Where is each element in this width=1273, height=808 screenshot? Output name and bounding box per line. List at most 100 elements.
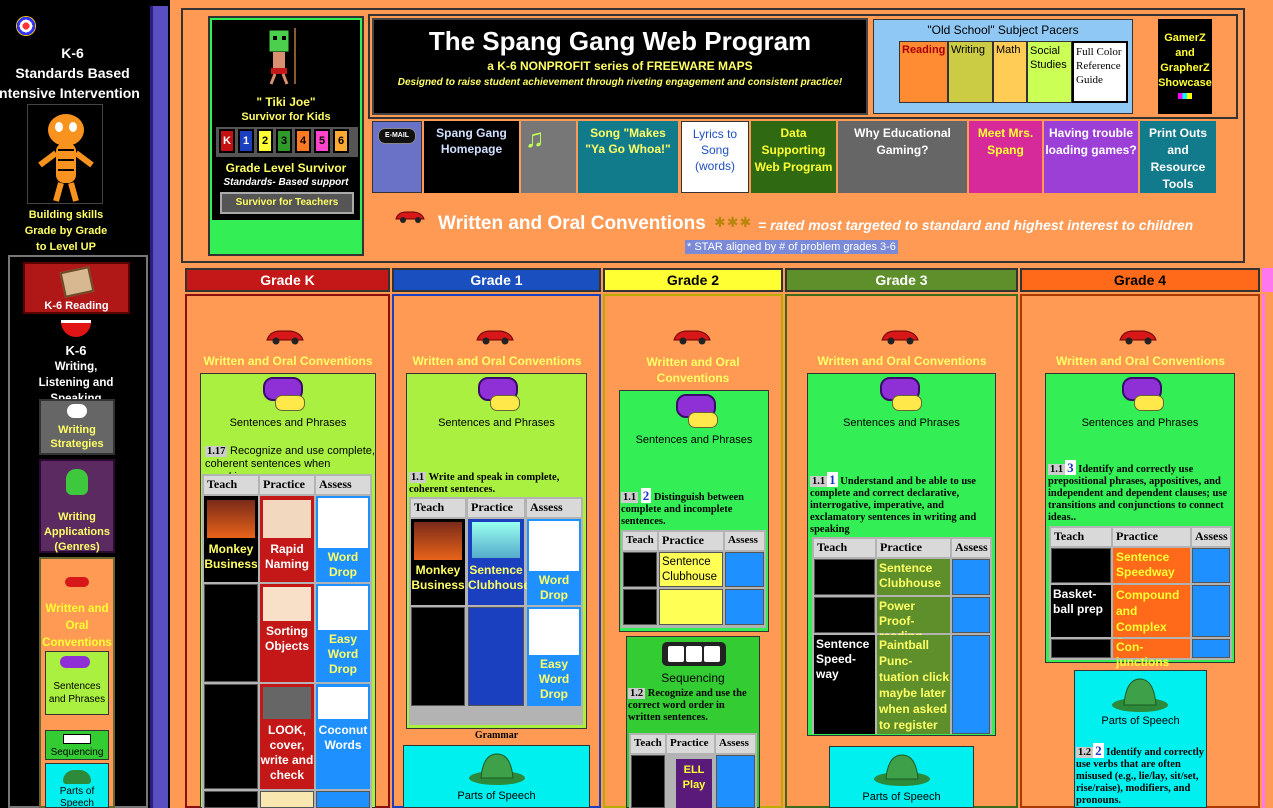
g3-std-text: Understand and be able to use complete a… (810, 476, 977, 535)
slot-machine-icon[interactable] (662, 642, 726, 666)
nav-printouts[interactable]: Print Outs and Resource Tools (1140, 121, 1216, 193)
left-nav-sentences[interactable]: Sentences and Phrases (45, 651, 109, 715)
g2-ell-play[interactable]: ELL Play (676, 759, 712, 808)
gk-rapid-naming[interactable]: Rapid Naming (260, 496, 314, 582)
g3-paintball[interactable]: Paintball Punc-tuation click maybe later… (877, 635, 950, 734)
g2-seq-teach-header: Teach (631, 735, 665, 753)
gk-row4-assess[interactable] (316, 791, 370, 808)
g2-teach-empty-2 (623, 589, 657, 625)
nav-homepage[interactable]: Spang Gang Homepage (424, 121, 519, 193)
g2-seq-assess[interactable] (716, 755, 755, 808)
car-icon (65, 577, 89, 587)
tiki-survivor: Survivor for Kids (241, 111, 331, 123)
nav-why[interactable]: Why Educational Gaming? (838, 121, 967, 193)
g4-assess-2[interactable] (1192, 585, 1230, 637)
sentences-label: Sentences and Phrases (48, 681, 106, 705)
left-nav-strategies[interactable]: Writing Strategies (39, 399, 115, 455)
g2-assess-2[interactable] (725, 589, 764, 625)
g4-assess-1[interactable] (1192, 548, 1230, 583)
g4-compound-complex[interactable]: Compound and Complex Sentences (1113, 585, 1190, 650)
grade-level-survivor: Grade Level Survivor (225, 161, 347, 175)
g1-practice-empty[interactable] (468, 607, 524, 706)
g2-seq-assess-header: Assess (716, 735, 755, 753)
g4-conjunctions[interactable]: Con-junctions (1113, 639, 1190, 669)
g4-teach-1 (1051, 548, 1111, 583)
g1-easy-word-drop[interactable]: Easy Word Drop (527, 607, 581, 706)
g2-seq-standard: 1.2 Recognize and use the correct word o… (628, 688, 758, 724)
nav-meet[interactable]: Meet Mrs. Spang (969, 121, 1042, 193)
g3-parts-box[interactable]: Parts of Speech (829, 746, 974, 808)
g2-practice-2[interactable] (659, 589, 723, 625)
grade-button-5[interactable]: 5 (314, 129, 330, 153)
g3-sentence-speedway[interactable]: Sentence Speed-way (814, 635, 875, 734)
g3-woc-label: Written and Oral Conventions (817, 354, 987, 368)
nav-data[interactable]: Data Supporting Web Program (751, 121, 836, 193)
g4-sentence-speedway[interactable]: Sentence Speedway (1113, 548, 1190, 583)
bars-icon (1178, 93, 1192, 99)
grade-button-1[interactable]: 1 (238, 129, 254, 153)
g2-sentence-clubhouse[interactable]: Sentence Clubhouse (659, 552, 723, 587)
gk-word-drop[interactable]: Word Drop (316, 496, 370, 582)
left-nav-reading[interactable]: K-6 Reading (23, 262, 130, 314)
grade-button-k[interactable]: K (219, 129, 235, 153)
g1-word-drop[interactable]: Word Drop (527, 519, 581, 605)
gk-easy-word-drop[interactable]: Easy Word Drop (316, 584, 370, 682)
grade-button-3[interactable]: 3 (276, 129, 292, 153)
pacer-reading[interactable]: Reading (899, 41, 948, 103)
applications-label: Writing Applications (Genres) (43, 511, 110, 553)
grade-k-header[interactable]: Grade K (185, 268, 390, 292)
left-nav-parts[interactable]: Parts of Speech (45, 763, 109, 808)
gk-monkey-label: Monkey Business (204, 542, 258, 571)
pacer-reference[interactable]: Full Color Reference Guide (1072, 41, 1128, 103)
left-nav-writing[interactable]: K-6 Writing, Listening and Speaking (30, 318, 122, 407)
grade-button-4[interactable]: 4 (295, 129, 311, 153)
grade-button-6[interactable]: 6 (333, 129, 349, 153)
nav-lyrics[interactable]: Lyrics to Song (words) (681, 121, 749, 193)
gamerz-line1: GamerZ (1164, 32, 1206, 44)
g2-assess-1[interactable] (725, 552, 764, 587)
pacer-math[interactable]: Math (993, 41, 1027, 103)
banner-title: The Spang Gang Web Program (428, 26, 812, 56)
nav-trouble[interactable]: Having trouble loading games? (1044, 121, 1138, 193)
g1-sentence-clubhouse[interactable]: Sentence Clubhouse (468, 519, 530, 605)
grade-3-header[interactable]: Grade 3 (785, 268, 1018, 292)
gk-sorting-objects[interactable]: Sorting Objects (260, 584, 314, 682)
gamerz-showcase[interactable]: GamerZ and GrapherZ Showcase (1158, 19, 1212, 114)
grade-4-header[interactable]: Grade 4 (1020, 268, 1260, 292)
g4-basketball-prep[interactable]: Basket-ball prep (1051, 585, 1111, 637)
g4-assess-3[interactable] (1192, 639, 1230, 658)
gk-row4-practice[interactable] (260, 791, 314, 808)
grade-2-header[interactable]: Grade 2 (603, 268, 783, 292)
gk-monkey-business[interactable]: Monkey Business (204, 496, 258, 582)
g4-teach-3 (1051, 639, 1111, 658)
gk-coconut-words[interactable]: Coconut Words (316, 684, 370, 789)
gk-teach-header: Teach (204, 476, 258, 494)
tiger-mascot[interactable] (27, 104, 103, 204)
g3-assess-1[interactable] (952, 559, 990, 595)
g3-power-proofreading[interactable]: Power Proof-reading (877, 597, 950, 643)
nav-email[interactable]: E-MAIL (372, 121, 422, 193)
g3-sentence-clubhouse[interactable]: Sentence Clubhouse (877, 559, 950, 595)
g3-assess-2[interactable] (952, 597, 990, 633)
gamerz-line3: GrapherZ (1160, 62, 1210, 74)
g3-assess-3[interactable] (952, 635, 990, 734)
pacer-social[interactable]: Social Studies (1027, 41, 1072, 103)
grade-button-2[interactable]: 2 (257, 129, 273, 153)
tiki-mask-icon[interactable] (255, 28, 305, 86)
email-icon: E-MAIL (378, 128, 416, 144)
g1-parts-box[interactable]: Parts of Speech (403, 745, 590, 808)
left-nav-applications[interactable]: Writing Applications (Genres) (39, 459, 115, 553)
pacer-writing[interactable]: Writing (948, 41, 993, 103)
gk-look-cover[interactable]: LOOK, cover, write and check (260, 684, 314, 789)
grade-1-header[interactable]: Grade 1 (392, 268, 601, 292)
g1-monkey-business[interactable]: Monkey Business (411, 519, 465, 605)
nav-music[interactable]: ♫ (521, 121, 576, 193)
pill-icon (880, 377, 922, 411)
nav-song[interactable]: Song "Makes "Ya Go Whoa!" (578, 121, 678, 193)
g4-parts-title: Parts of Speech (1101, 715, 1180, 727)
g2-star-count: 2 (640, 488, 652, 503)
hat-icon[interactable] (1110, 673, 1170, 713)
survivor-teachers-button[interactable]: Survivor for Teachers (220, 192, 354, 214)
left-nav-sequencing[interactable]: Sequencing (45, 730, 109, 760)
